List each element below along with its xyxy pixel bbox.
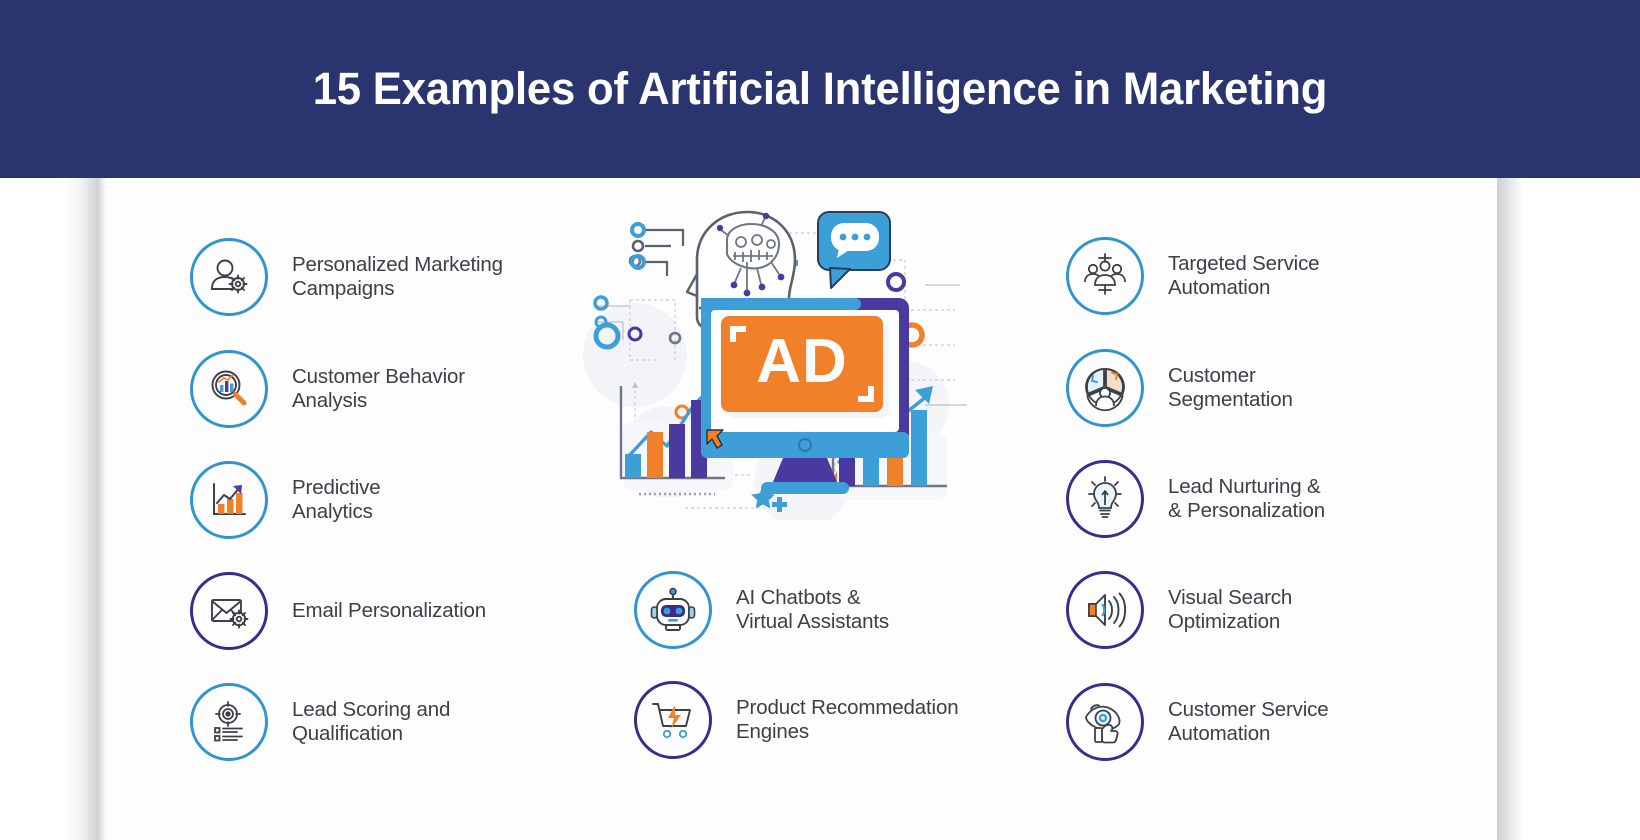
- bar-chart-arrow-icon: [190, 461, 268, 539]
- list-item-label: Targeted Service Automation: [1168, 252, 1320, 299]
- lightbulb-icon: [1066, 460, 1144, 538]
- list-item-label: Lead Scoring and Qualification: [292, 698, 451, 745]
- list-item[interactable]: Lead Scoring and Qualification: [190, 683, 450, 761]
- list-item-label: Customer Service Automation: [1168, 698, 1329, 745]
- shopping-cart-bolt-icon: [634, 681, 712, 759]
- eye-thumbsup-icon: [1066, 683, 1144, 761]
- list-item-label: Visual Search Optimization: [1168, 586, 1293, 633]
- header-band: 15 Examples of Artificial Intelligence i…: [0, 0, 1640, 178]
- robot-head-icon: [634, 571, 712, 649]
- list-item-label: Lead Nurturing & & Personalization: [1168, 475, 1325, 522]
- list-item-label: Personalized Marketing Campaigns: [292, 253, 503, 300]
- list-item[interactable]: Customer Segmentation: [1066, 349, 1293, 427]
- list-item-label: Customer Segmentation: [1168, 364, 1293, 411]
- list-item-label: Product Recommedation Engines: [736, 696, 959, 743]
- speaker-megaphone-icon: [1066, 571, 1144, 649]
- list-item[interactable]: Personalized Marketing Campaigns: [190, 238, 503, 316]
- list-item[interactable]: Customer Service Automation: [1066, 683, 1329, 761]
- ai-marketing-hero-illustration: AD: [575, 190, 985, 520]
- list-item[interactable]: Email Personalization: [190, 572, 486, 650]
- user-gear-icon: [190, 238, 268, 316]
- magnifier-chart-icon: [190, 350, 268, 428]
- people-group-target-icon: [1066, 237, 1144, 315]
- list-item-label: Predictive Analytics: [292, 476, 381, 523]
- list-item[interactable]: AI Chatbots & Virtual Assistants: [634, 571, 889, 649]
- list-item-label: Email Personalization: [292, 599, 486, 622]
- list-item[interactable]: Customer Behavior Analysis: [190, 350, 465, 428]
- list-item[interactable]: Lead Nurturing & & Personalization: [1066, 460, 1325, 538]
- list-item[interactable]: Product Recommedation Engines: [634, 681, 959, 759]
- list-item[interactable]: Targeted Service Automation: [1066, 237, 1320, 315]
- svg-text:AD: AD: [756, 327, 848, 396]
- list-item[interactable]: Visual Search Optimization: [1066, 571, 1292, 649]
- list-item-label: Customer Behavior Analysis: [292, 365, 465, 412]
- pie-segment-people-icon: [1066, 349, 1144, 427]
- list-item-label: AI Chatbots & Virtual Assistants: [736, 586, 890, 633]
- list-item[interactable]: Predictive Analytics: [190, 461, 381, 539]
- envelope-gear-icon: [190, 572, 268, 650]
- page-title: 15 Examples of Artificial Intelligence i…: [312, 63, 1328, 114]
- target-checklist-icon: [190, 683, 268, 761]
